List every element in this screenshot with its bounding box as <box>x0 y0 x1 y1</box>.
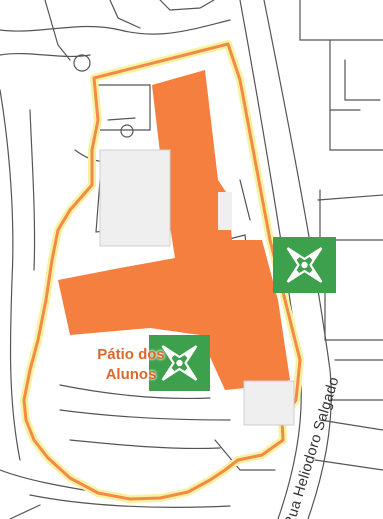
school-building <box>58 70 290 390</box>
school-boundary <box>22 42 302 501</box>
annex-placeholder <box>218 192 232 230</box>
sports-court-placeholder <box>99 149 171 247</box>
assembly-point-icon <box>286 247 323 283</box>
assembly-point-marker-patio[interactable] <box>149 335 210 391</box>
assembly-point-marker-east[interactable] <box>273 237 336 293</box>
patio-label: Pátio dos Alunos <box>97 346 165 383</box>
entrance-placeholder <box>243 380 295 426</box>
assembly-point-icon <box>161 345 198 381</box>
